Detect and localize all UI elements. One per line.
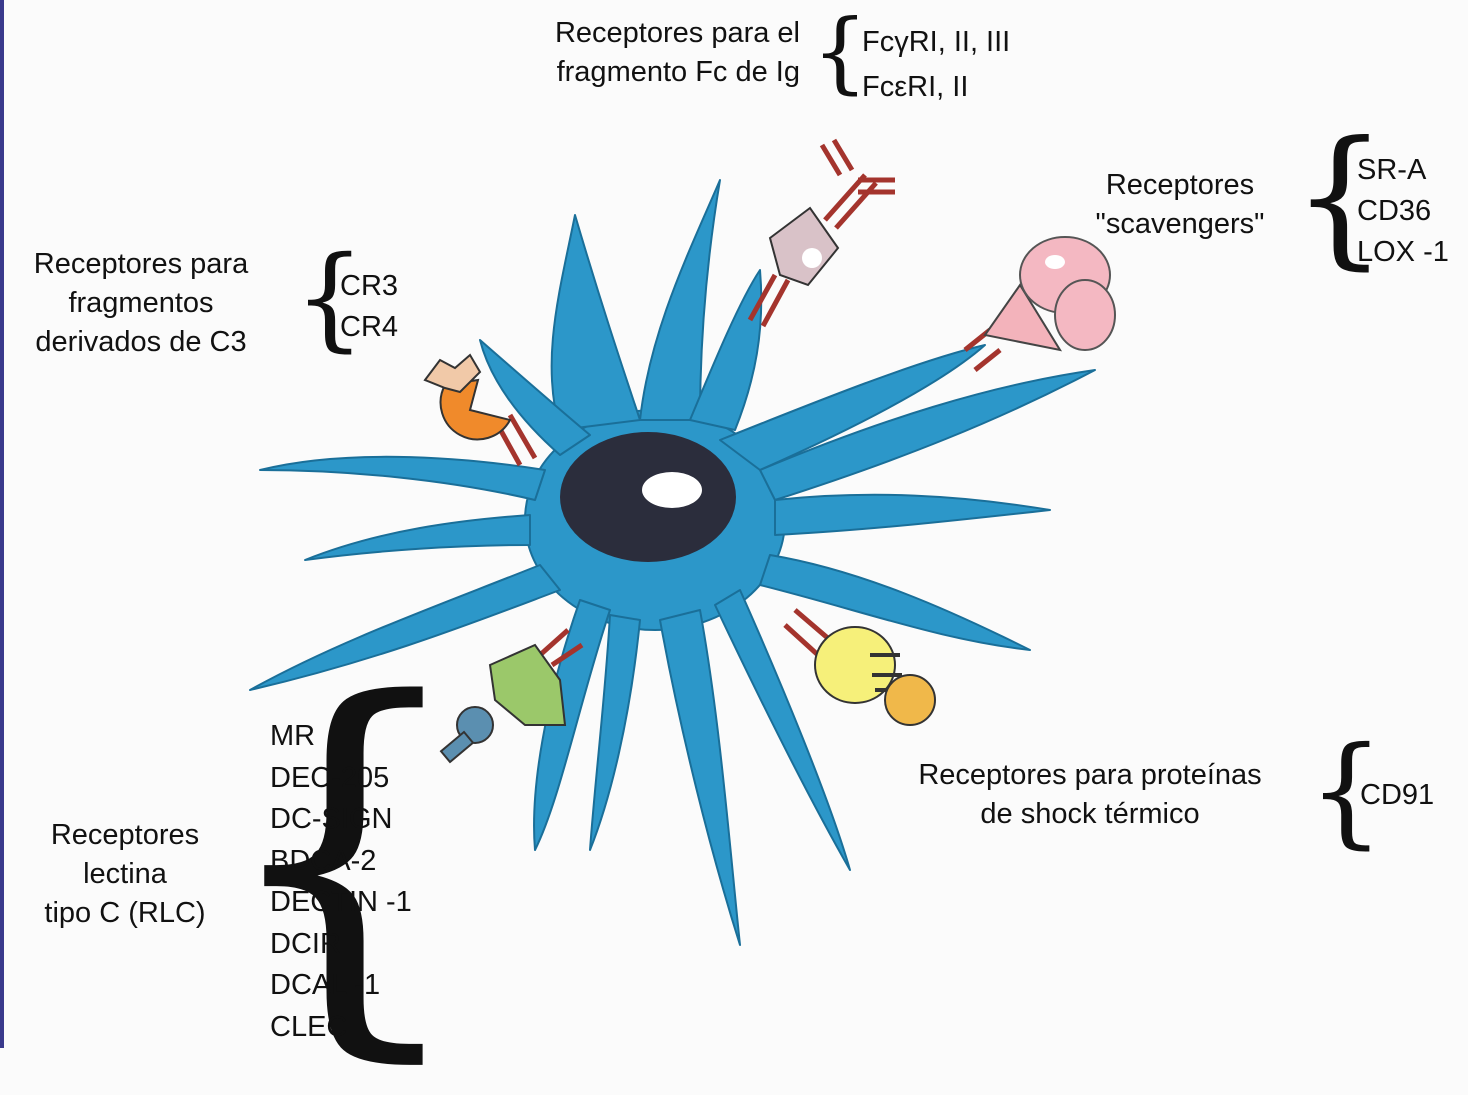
complement-receptor-item: CR4 <box>340 307 398 348</box>
lectin-receptor-item: DC-SIGN <box>270 799 412 841</box>
lectin-receptor-item: DCIR <box>270 924 412 966</box>
lectin-receptors-title-line-1: Receptores <box>20 816 230 855</box>
complement-receptors-title-line-3: derivados de C3 <box>10 323 272 362</box>
scavenger-receptor-item: CD36 <box>1357 191 1449 232</box>
lectin-receptor-item: DECTIN -1 <box>270 882 412 924</box>
heat-shock-receptors-title: Receptores para proteínas de shock térmi… <box>880 756 1300 834</box>
fc-receptor-item: FcγRI, II, III <box>862 20 1010 65</box>
lectin-receptors-title-line-2: lectina <box>20 855 230 894</box>
lectin-receptor-item: MR <box>270 716 412 758</box>
fc-receptors-title-line-2: fragmento Fc de Ig <box>470 53 800 92</box>
lectin-receptors-title-line-3: tipo C (RLC) <box>20 894 230 933</box>
heat-shock-receptor-item: CD91 <box>1360 776 1434 815</box>
lectin-receptors-list: MR DEC-205 DC-SIGN BDCA-2 DECTIN -1 DCIR… <box>270 716 412 1048</box>
complement-receptors-title-line-2: fragmentos <box>10 284 272 323</box>
fc-receptors-title-line-1: Receptores para el <box>470 14 800 53</box>
scavenger-receptor-icon <box>965 237 1115 370</box>
heat-shock-receptors-title-line-2: de shock térmico <box>880 795 1300 834</box>
complement-receptor-item: CR3 <box>340 266 398 307</box>
scavenger-receptors-title-line-1: Receptores <box>1075 166 1285 205</box>
fc-receptors-list: FcγRI, II, III FcεRI, II <box>862 20 1010 110</box>
heat-shock-receptors-title-line-1: Receptores para proteínas <box>880 756 1300 795</box>
nucleolus <box>642 472 702 508</box>
scavenger-receptors-list: SR-A CD36 LOX -1 <box>1357 150 1449 273</box>
fc-receptor-icon <box>750 140 895 326</box>
scavenger-receptors-title-line-2: "scavengers" <box>1075 205 1285 244</box>
lectin-receptor-item: DEC-205 <box>270 758 412 800</box>
scavenger-receptor-item: LOX -1 <box>1357 232 1449 273</box>
scavenger-receptor-item: SR-A <box>1357 150 1449 191</box>
fc-receptor-item: FcεRI, II <box>862 65 1010 110</box>
complement-receptors-list: CR3 CR4 <box>340 266 398 348</box>
lectin-receptor-item: CLEC <box>270 1007 412 1049</box>
heat-shock-receptors-list: CD91 <box>1360 776 1434 815</box>
lectin-receptors-title: Receptores lectina tipo C (RLC) <box>20 816 230 933</box>
complement-receptors-title: Receptores para fragmentos derivados de … <box>10 245 272 362</box>
lectin-receptor-item: DCAL -1 <box>270 965 412 1007</box>
complement-receptors-title-line-1: Receptores para <box>10 245 272 284</box>
fc-receptors-title: Receptores para el fragmento Fc de Ig <box>470 14 800 92</box>
scavenger-receptors-title: Receptores "scavengers" <box>1075 166 1285 244</box>
fc-receptors-brace: { <box>812 8 868 96</box>
lectin-receptor-item: BDCA-2 <box>270 841 412 883</box>
